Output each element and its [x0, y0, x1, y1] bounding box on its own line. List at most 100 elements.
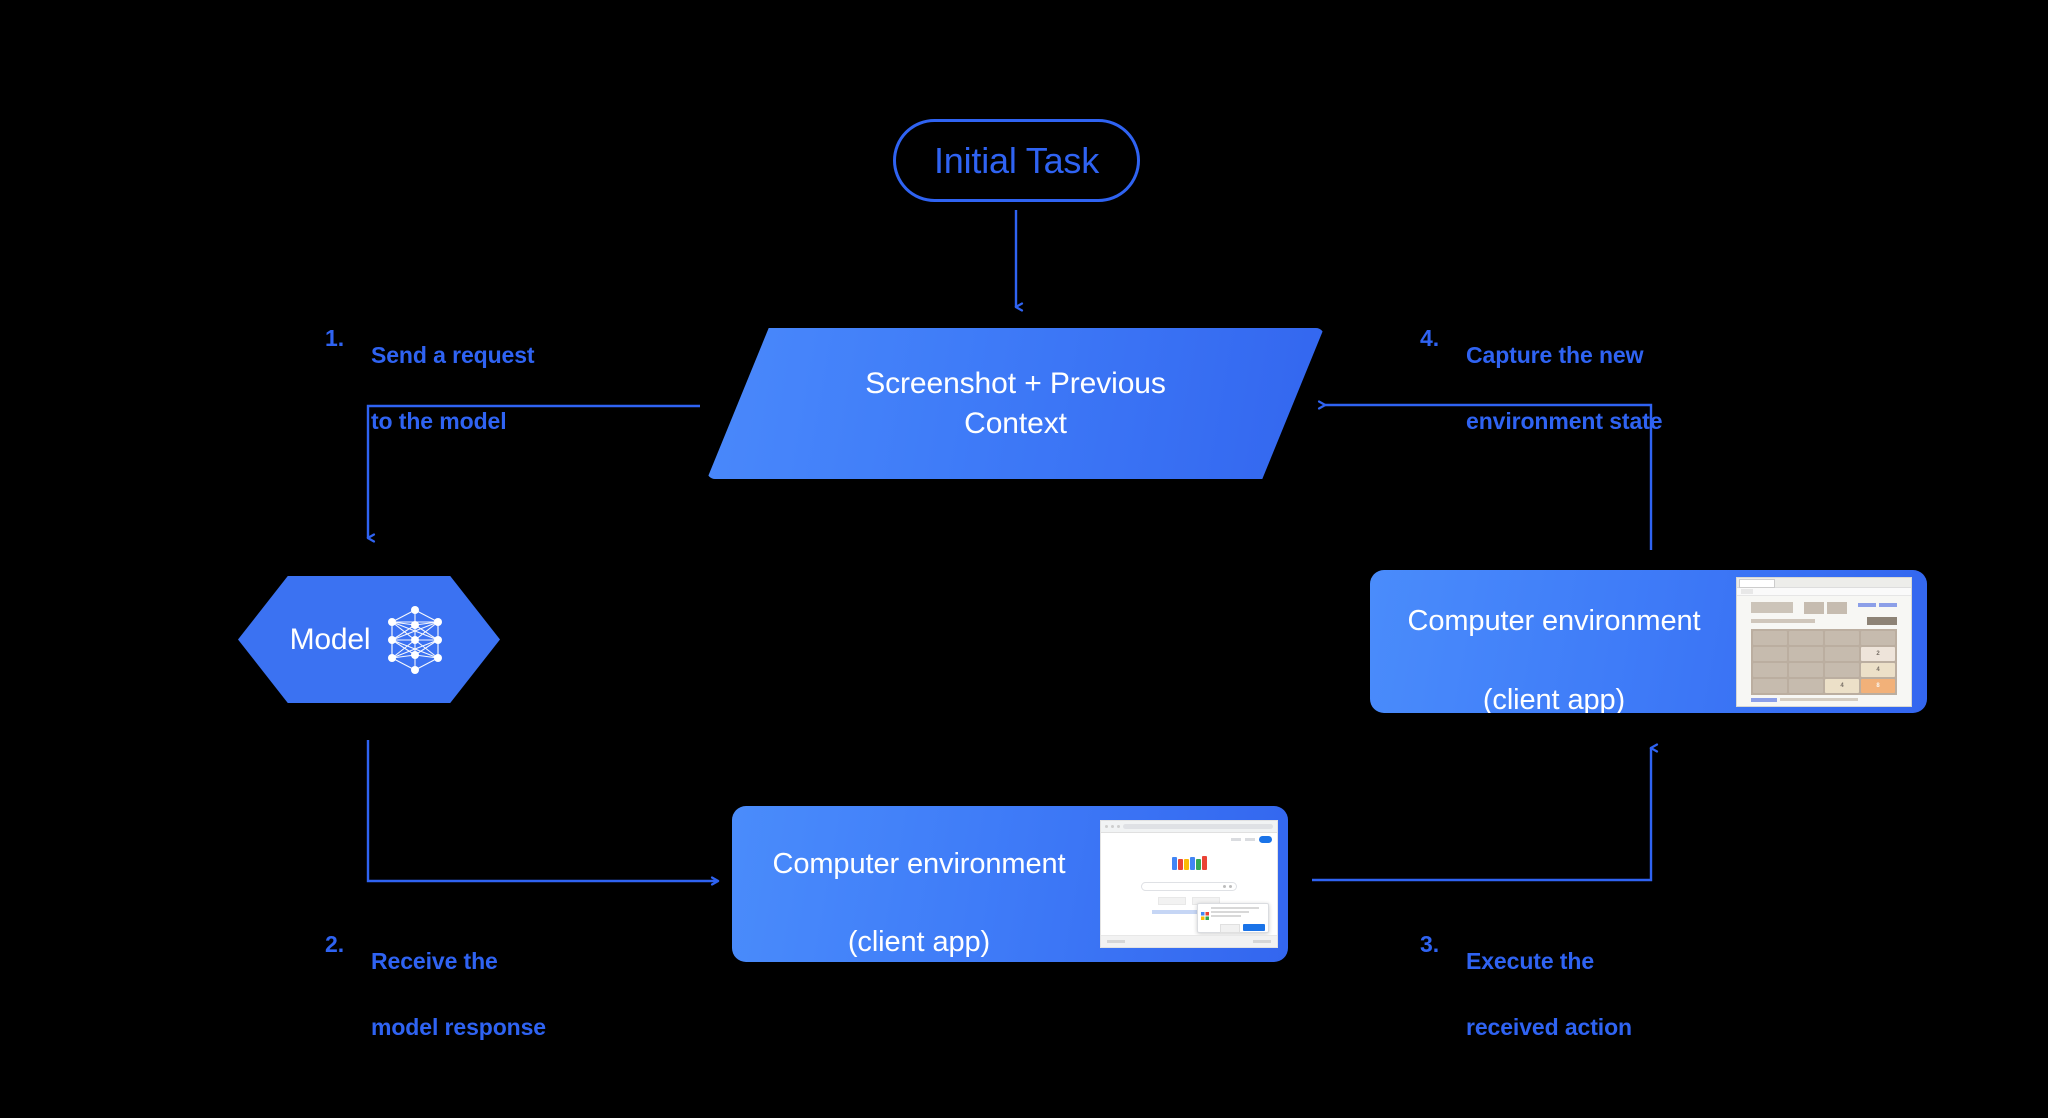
- tile-3-1: [1789, 678, 1823, 693]
- thumbnail-game-2048: 2 4 4 8: [1736, 576, 1912, 707]
- thumb-google-footer: [1101, 935, 1277, 947]
- thumb-browser-toolbar: [1101, 821, 1277, 833]
- step-4-line-2: environment state: [1466, 407, 1663, 434]
- node-computer-environment-right[interactable]: Computer environment (client app): [1370, 570, 1927, 713]
- logo-letter: [1177, 859, 1183, 870]
- node-screenshot-context[interactable]: Screenshot + Previous Context: [707, 328, 1324, 479]
- thumb-2048-footer-link: [1751, 697, 1777, 702]
- thumb-browser-tab: [1739, 578, 1775, 588]
- thumb-dialog-line: [1211, 911, 1249, 913]
- env-right-label: Computer environment (client app): [1380, 570, 1728, 713]
- thumb-dialog-actions: [1201, 924, 1265, 933]
- screenshot-context-line-2: Context: [964, 406, 1067, 440]
- tile-3-2: 4: [1825, 678, 1859, 693]
- thumb-2048-logo: [1751, 601, 1793, 613]
- thumb-language-line: [1152, 910, 1226, 914]
- model-content: Model: [238, 576, 500, 703]
- step-4: 4. Capture the new environment state: [1420, 306, 1663, 438]
- step-4-number: 4.: [1420, 325, 1440, 351]
- thumb-2048-subheader: [1751, 616, 1897, 625]
- thumb-2048-link: [1858, 602, 1876, 607]
- step-3-line-1: Execute the: [1466, 947, 1595, 974]
- tile-0-3: [1861, 630, 1895, 645]
- step-3-text: Execute the received action: [1466, 912, 1632, 1044]
- env-right-line-2: (client app): [1482, 683, 1626, 713]
- tile-2-1: [1789, 662, 1823, 677]
- thumb-dialog-line: [1211, 915, 1241, 917]
- step-2-text: Receive the model response: [371, 912, 546, 1044]
- thumb-dialog-body: [1201, 907, 1265, 920]
- thumb-dialog-icon-svg: [1201, 912, 1209, 920]
- thumb-dialog-secondary-button: [1220, 924, 1240, 933]
- tile-0-1: [1789, 630, 1823, 645]
- thumb-2048-footer-text: [1780, 698, 1858, 701]
- thumb-signin-dialog: [1197, 903, 1269, 933]
- logo-letter: [1201, 856, 1207, 870]
- screenshot-context-line-1: Screenshot + Previous: [865, 366, 1166, 400]
- env-bottom-line-2: (client app): [847, 926, 991, 959]
- thumb-google-search-button: [1158, 897, 1186, 905]
- thumb-address-bar: [1123, 824, 1273, 829]
- initial-task-label: Initial Task: [933, 139, 1099, 181]
- step-1-number: 1.: [325, 325, 345, 351]
- google-logo-icon: [1171, 856, 1207, 870]
- model-label: Model: [289, 622, 371, 656]
- thumb-2048-instructions: [1751, 618, 1815, 623]
- tile-1-1: [1789, 646, 1823, 661]
- step-2-line-1: Receive the: [371, 947, 498, 974]
- step-1-text: Send a request to the model: [371, 306, 535, 438]
- step-1-line-2: to the model: [371, 407, 507, 434]
- thumb-2048-header: [1751, 601, 1897, 614]
- hexagon-shape: [238, 576, 500, 703]
- tile-0-2: [1825, 630, 1859, 645]
- thumb-signin-button: [1259, 836, 1272, 843]
- thumb-2048-grid: 2 4 4 8: [1751, 628, 1897, 695]
- tile-1-2: [1825, 646, 1859, 661]
- step-3: 3. Execute the received action: [1420, 912, 1632, 1044]
- thumb-2048-scores: [1804, 601, 1847, 614]
- tile-0-0: [1753, 630, 1787, 645]
- tile-2-0: [1753, 662, 1787, 677]
- env-bottom-line-1: Computer environment: [772, 847, 1066, 880]
- thumb-urlbar: [1737, 587, 1911, 596]
- screenshot-context-label: Screenshot + Previous Context: [707, 328, 1324, 479]
- env-right-line-1: Computer environment: [1407, 605, 1701, 638]
- thumb-2048-links: [1858, 602, 1897, 607]
- thumb-google-topnav: [1101, 833, 1277, 846]
- env-bottom-label: Computer environment (client app): [744, 806, 1094, 962]
- logo-letter: [1189, 857, 1195, 870]
- step-1-line-1: Send a request: [371, 341, 535, 368]
- tile-3-0: [1753, 678, 1787, 693]
- tile-1-0: [1753, 646, 1787, 661]
- thumb-nav-forward-icon: [1111, 825, 1114, 828]
- parallelogram-shape: [707, 328, 1324, 479]
- thumb-footer-link: [1107, 940, 1125, 943]
- node-model[interactable]: Model: [238, 576, 500, 703]
- thumb-footer-link: [1253, 940, 1271, 943]
- step-1: 1. Send a request to the model: [325, 306, 535, 438]
- tile-2-2: [1825, 662, 1859, 677]
- thumb-2048-best-box: [1827, 601, 1847, 614]
- thumb-nav-images: [1245, 838, 1255, 841]
- node-computer-environment-bottom[interactable]: Computer environment (client app): [732, 806, 1288, 962]
- thumb-google-main: [1101, 846, 1277, 914]
- tile-2-3: 4: [1861, 662, 1895, 677]
- thumb-dialog-text: [1211, 907, 1265, 919]
- thumb-search-input: [1141, 882, 1237, 891]
- neural-network-svg: [388, 605, 443, 674]
- logo-letter: [1195, 859, 1201, 870]
- step-4-text: Capture the new environment state: [1466, 306, 1663, 438]
- thumb-reload-icon: [1117, 825, 1120, 828]
- thumb-2048-footer: [1751, 697, 1897, 702]
- tile-1-3: 2: [1861, 646, 1895, 661]
- thumb-2048-body: 2 4 4 8: [1737, 596, 1911, 706]
- thumb-urlbox: [1741, 588, 1753, 594]
- step-2-number: 2.: [325, 931, 345, 957]
- connector-env-bottom-to-env-right: [1312, 743, 1659, 882]
- thumb-2048-score-box: [1804, 601, 1824, 614]
- thumb-lens-icon: [1229, 885, 1232, 888]
- thumb-dialog-google-icon: [1201, 907, 1209, 920]
- node-initial-task[interactable]: Initial Task: [893, 119, 1140, 202]
- thumb-nav-back-icon: [1105, 825, 1108, 828]
